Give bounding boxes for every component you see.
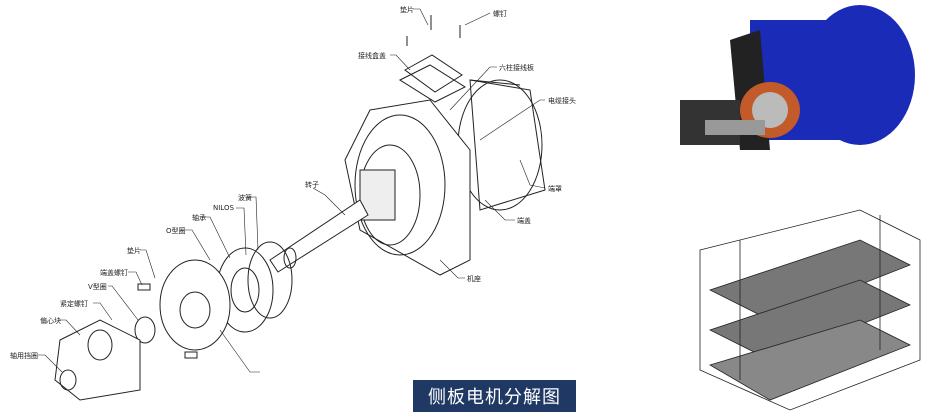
label-v-ring: V型圈 <box>88 283 107 291</box>
label-junction-cover: 接线盒盖 <box>358 52 386 60</box>
end-parts-drawing <box>54 241 293 401</box>
label-circlip: 轴用挡圈 <box>10 352 38 360</box>
label-end-cover: 端盖 <box>517 217 531 225</box>
label-o-ring: O型圈 <box>166 227 186 235</box>
junction-box-drawing <box>398 15 467 103</box>
label-rotor: 转子 <box>305 181 319 189</box>
motor-render <box>680 5 915 150</box>
label-screw-top: 螺钉 <box>493 10 507 18</box>
label-cover-screw: 端盖螺钉 <box>100 269 128 277</box>
label-washer: 垫片 <box>127 247 141 255</box>
vibrating-screen-drawing <box>699 209 921 411</box>
motor-housing-drawing <box>344 79 546 276</box>
label-set-screw: 紧定螺钉 <box>60 300 88 308</box>
label-nilos: NILOS <box>213 204 234 212</box>
label-terminal-board: 六柱接线板 <box>499 64 534 72</box>
label-eccentric-block: 偏心块 <box>40 317 61 325</box>
label-bearing: 轴承 <box>192 214 206 222</box>
shaft-drawing <box>269 199 369 273</box>
label-frame: 机座 <box>467 275 481 283</box>
label-end-hood: 端罩 <box>548 185 562 193</box>
label-wave-spring: 波簧 <box>238 194 252 202</box>
label-cable-gland: 电缆接头 <box>548 97 576 105</box>
caption: 侧板电机分解图 <box>413 380 576 412</box>
label-washer-top: 垫片 <box>400 6 414 14</box>
